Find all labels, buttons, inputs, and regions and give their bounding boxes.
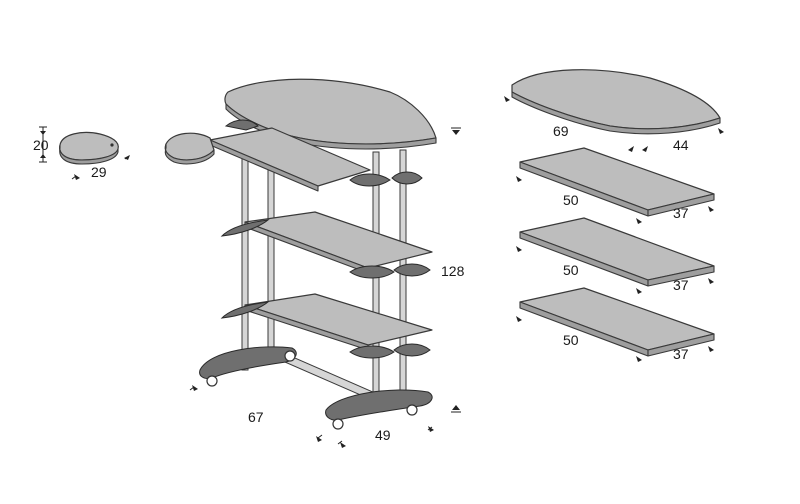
top-board-part: [511, 69, 721, 135]
shelf-1-width-label: 50: [563, 192, 579, 208]
shelf-2-dimensions: [516, 246, 714, 294]
shelf-3-width-label: 50: [563, 332, 579, 348]
mouse-tray-height-label: 20: [33, 137, 49, 153]
top-board-width-label: 69: [553, 123, 569, 139]
total-height-label: 128: [441, 263, 465, 279]
top-board-depth-label: 44: [673, 137, 689, 153]
mouse-tray-part: [59, 131, 119, 165]
shelf-3-depth-label: 37: [673, 346, 689, 362]
width-dimension: [337, 426, 434, 448]
shelf-2-width-label: 50: [563, 262, 579, 278]
shelf-2-depth-label: 37: [673, 277, 689, 293]
total-height-dimension: [451, 127, 461, 413]
width-label: 49: [375, 427, 391, 443]
assembled-cart: [164, 78, 437, 430]
depth-label: 67: [248, 409, 264, 425]
shelf-3-part: [519, 287, 715, 357]
shelf-1-part: [519, 147, 715, 217]
mouse-tray-width-label: 29: [91, 164, 107, 180]
shelf-2-part: [519, 217, 715, 287]
mouse-tray-height-dimension: [39, 126, 47, 163]
shelf-1-dimensions: [516, 176, 714, 224]
shelf-1-depth-label: 37: [673, 205, 689, 221]
top-board-dimensions: [504, 96, 724, 152]
mouse-tray-width-dimension: [71, 155, 130, 180]
shelf-3-dimensions: [516, 316, 714, 362]
depth-dimension: [189, 385, 323, 442]
